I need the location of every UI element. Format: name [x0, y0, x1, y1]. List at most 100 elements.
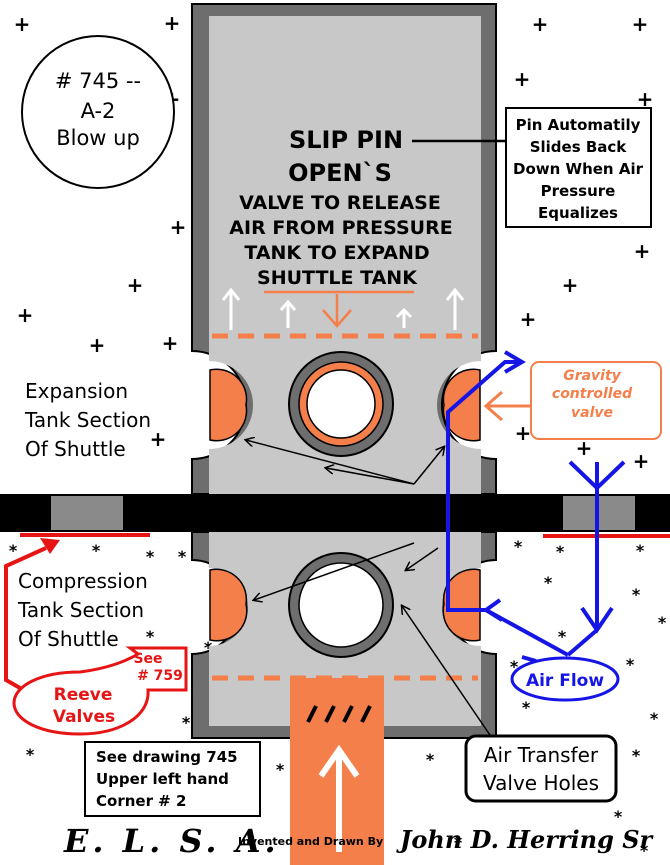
plus-marker: + [576, 436, 593, 460]
valve-hole-lower-right [442, 568, 481, 642]
expansion-label-line2: Tank Section [24, 408, 151, 432]
plus-marker: + [162, 331, 179, 355]
bar-window-left [51, 496, 123, 530]
transfer-leader-lower-right [406, 547, 439, 570]
inlet-pipe-hatch [306, 705, 372, 723]
central-holes [288, 351, 394, 658]
heading-line6: SHUTTLE TANK [257, 267, 418, 289]
plus-marker: + [150, 427, 167, 451]
valve-hole-lower-left [209, 568, 248, 642]
plus-marker: + [170, 215, 187, 239]
inflow-arrow-icon [318, 744, 360, 852]
star-marker: * [650, 709, 659, 728]
air-flow-bubble: Air Flow [510, 656, 620, 702]
heading-line2: OPEN`S [288, 159, 392, 187]
plus-marker: + [89, 333, 106, 357]
see-drawing-frame [84, 741, 261, 817]
transfer-leader-bottom [402, 606, 493, 739]
compression-label: Compression Tank Section Of Shuttle [17, 569, 148, 651]
plus-marker: + [562, 273, 579, 297]
side-valve-holes [209, 368, 481, 642]
shuttle-body [191, 3, 497, 739]
center-hole-lower-opening [298, 562, 384, 648]
plus-marker: + [127, 273, 144, 297]
drawing-number-line1: # 745 -- [55, 69, 141, 93]
compression-label-line3: Of Shuttle [18, 627, 119, 651]
elsa-logo: E. L. S. A. [63, 822, 280, 860]
star-marker: * [204, 638, 213, 657]
gravity-valve-line2: controlled [552, 386, 633, 402]
air-flow-text: Air Flow [526, 671, 604, 691]
star-marker: * [658, 613, 667, 632]
reeve-loop-arrow [4, 546, 47, 690]
star-marker: * [556, 542, 565, 561]
star-marker: * [178, 547, 187, 566]
star-marker: * [9, 541, 18, 560]
transfer-leader-upper-left [246, 440, 415, 485]
pin-note-line1: Pin Automatily [516, 116, 641, 134]
plus-marker: + [634, 239, 651, 263]
compression-label-line1: Compression [18, 569, 148, 593]
reeve-valves-callout: See # 759 Reeve Valves [4, 538, 188, 736]
star-marker: * [92, 541, 101, 560]
pin-note-box: Pin Automatily Slides Back Down When Air… [505, 107, 652, 228]
drawing-number-badge: # 745 -- A-2 Blow up [21, 35, 175, 189]
star-marker: * [636, 541, 645, 560]
star-marker: * [510, 657, 519, 676]
star-marker: * [454, 833, 463, 852]
reeve-bubble [12, 646, 188, 736]
star-marker: * [558, 627, 567, 646]
air-flow-fork-icon [568, 460, 626, 491]
expansion-label: Expansion Tank Section Of Shuttle [24, 379, 151, 461]
expansion-label-line3: Of Shuttle [25, 437, 126, 461]
reeve-see-line2: # 759 [137, 668, 183, 684]
reeve-label-line1: Reeve [54, 685, 113, 705]
reeve-label-line2: Valves [53, 707, 115, 727]
footer: E. L. S. A. Invented and Drawn By John D… [63, 822, 655, 860]
star-marker: * [26, 745, 35, 764]
star-marker: * [522, 698, 531, 717]
drawing-number-line3: Blow up [56, 126, 140, 150]
credit-text: Invented and Drawn By [238, 835, 383, 848]
heading-line1: SLIP PIN [289, 126, 403, 154]
valve-hole-upper-left [209, 368, 248, 442]
plus-marker: + [637, 87, 654, 111]
air-transfer-line1: Air Transfer [484, 743, 599, 767]
pin-note-frame [505, 107, 652, 228]
star-marker: * [632, 746, 641, 765]
star-marker: * [514, 537, 523, 556]
star-marker: * [626, 655, 635, 674]
air-flow-arrow-down-icon [580, 606, 614, 634]
valve-hole-upper-right [442, 368, 481, 442]
gravity-valve-line3: valve [571, 405, 613, 421]
pin-note-line2: Slides Back [530, 138, 628, 156]
leader-lines [246, 139, 505, 739]
star-marker: * [544, 573, 553, 592]
air-flow-arrow-top-icon [503, 350, 526, 374]
transfer-leader-upper-right [413, 447, 444, 485]
pin-note-line3: Down When Air [513, 160, 644, 178]
air-transfer-box: Air Transfer Valve Holes [464, 734, 618, 803]
star-marker: * [182, 713, 191, 732]
star-marker: * [632, 585, 641, 604]
up-arrow-icon [279, 299, 297, 328]
star-marker: * [426, 750, 435, 769]
see-drawing-box: See drawing 745 Upper left hand Corner #… [84, 741, 261, 817]
drawing-number-line2: A-2 [81, 99, 116, 123]
reeve-arrow-head-icon [40, 538, 60, 554]
star-marker: * [614, 807, 623, 826]
author-signature: John D. Herring Sr [396, 825, 655, 854]
plus-marker: + [14, 12, 31, 36]
reeve-see-line1: See [133, 651, 162, 667]
air-flow-arrow-left-icon [482, 598, 504, 622]
gravity-valve-box: Gravity controlled valve [530, 361, 662, 440]
slip-pin-heading: SLIP PIN OPEN`S VALVE TO RELEASE AIR FRO… [229, 126, 452, 289]
air-flow-ellipse [510, 656, 620, 702]
plus-marker: + [633, 449, 650, 473]
air-flow-leader [521, 655, 537, 663]
transfer-leader-upper-center [326, 468, 415, 485]
plus-marker: + [532, 12, 549, 36]
divider-bar [0, 494, 670, 538]
pin-note-line4: Pressure [541, 182, 616, 200]
